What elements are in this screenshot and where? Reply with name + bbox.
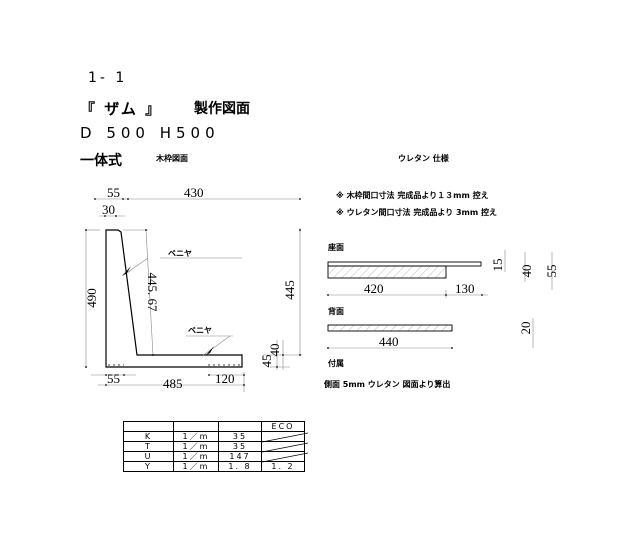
- spec-note-1: ※ 木枠間口寸法 完成品より１３mm 控え: [336, 191, 489, 200]
- dim-seat-t3: 55: [544, 265, 559, 278]
- table-row: K 1／m 35: [123, 431, 308, 443]
- urethane-spec-title: ウレタン 仕様: [398, 154, 449, 163]
- dim-seat-length-b: 130: [455, 281, 475, 296]
- table-row: U 1／m 147: [123, 451, 308, 463]
- construction-type: 一体式: [80, 153, 122, 169]
- back-label: 背面: [328, 307, 344, 316]
- eco-header: ECO: [261, 421, 305, 432]
- dim-back-length: 440: [379, 334, 399, 349]
- frame-profile: [105, 229, 243, 368]
- back-urethane: [327, 324, 453, 332]
- dim-seat-t1: 15: [490, 259, 505, 272]
- product-size: D 500 H500: [80, 124, 220, 142]
- dim-total-height: 490: [84, 288, 99, 308]
- dim-slant-length: 445. 67: [145, 273, 160, 313]
- dim-top-offset: 55: [107, 185, 120, 200]
- dim-bottom-right: 120: [215, 371, 235, 386]
- dim-bottom-mid: 485: [163, 376, 183, 391]
- seat-label: 座面: [328, 243, 344, 252]
- spec-note-2: ※ ウレタン間口寸法 完成品より 3mm 控え: [336, 208, 497, 217]
- eco-empty-cell: [261, 441, 308, 453]
- dim-right-height: 445: [282, 280, 297, 300]
- dim-back-thickness: 20: [518, 322, 533, 335]
- dim-top-thickness: 30: [102, 202, 115, 217]
- frame-drawing-label: 木枠図面: [156, 154, 188, 163]
- accessory-label: 付属: [328, 359, 344, 368]
- material-table: ECO K 1／m 35 T 1／m 35 U 1／m 147 Y 1／m 1.…: [123, 421, 308, 472]
- dim-top-width: 430: [184, 185, 204, 200]
- dim-seat-h1: 40: [267, 344, 282, 357]
- accessory-note: 側面 5mm ウレタン 図面より算出: [324, 380, 451, 389]
- drawing-code: 1- 1: [88, 70, 128, 86]
- dim-seat-t2: 40: [519, 265, 534, 278]
- eco-empty-cell: [261, 451, 308, 463]
- table-row: Y 1／m 1. 8 1. 2: [123, 461, 305, 472]
- document-type: 製作図面: [194, 101, 250, 117]
- dim-seat-length-a: 420: [364, 281, 384, 296]
- dim-seat-h2: 45: [259, 355, 274, 368]
- table-header-row: ECO: [123, 421, 305, 432]
- callout-plywood-1: ベニヤ: [168, 249, 192, 258]
- seat-urethane: [327, 261, 482, 279]
- table-row: T 1／m 35: [123, 441, 308, 453]
- eco-empty-cell: [261, 431, 308, 443]
- dim-bottom-left: 55: [107, 371, 120, 386]
- product-name: 『 ザム 』: [80, 100, 163, 118]
- callout-plywood-2: ベニヤ: [188, 326, 212, 335]
